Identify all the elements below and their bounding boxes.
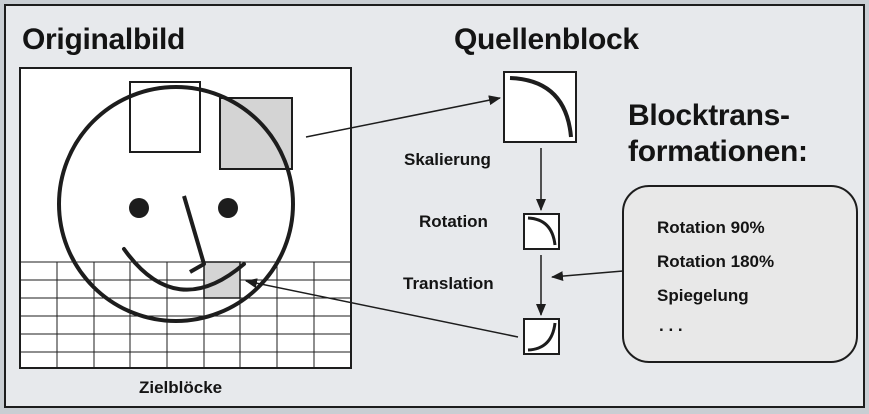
left-eye [129, 198, 149, 218]
transforms-bubble [622, 185, 858, 363]
diagram-graphics [19, 67, 858, 369]
block-transforms-title-line2: formationen: [628, 135, 808, 168]
mouth [122, 247, 246, 292]
arrow-original-to-source [305, 95, 501, 138]
source-block-title: Quellenblock [454, 23, 639, 56]
candidate-source-block [129, 81, 201, 153]
transform-item-rotation-90: Rotation 90% [657, 218, 765, 237]
original-image-frame [19, 67, 352, 369]
arrow-transforms-to-pipeline [551, 270, 624, 282]
original-image-title: Originalbild [22, 23, 186, 56]
transform-item-mirroring: Spiegelung [657, 286, 749, 305]
scaling-label: Skalierung [404, 150, 491, 169]
translation-label: Translation [403, 274, 494, 293]
nose [182, 195, 206, 274]
arrow-to-target-block [245, 278, 519, 338]
transform-item-rotation-180: Rotation 180% [657, 252, 775, 271]
rotation-label: Rotation [419, 212, 488, 231]
target-blocks-label: Zielblöcke [139, 378, 223, 397]
scaled-block-curve [527, 216, 557, 246]
transform-item-ellipsis: . . . [659, 316, 683, 335]
selected-source-block [219, 97, 293, 170]
rotated-block-curve [527, 322, 557, 352]
fractal-compression-diagram: Originalbild Quellenblock Blocktrans- fo… [4, 4, 865, 408]
block-transforms-title-line1: Blocktrans- [628, 99, 790, 132]
right-eye [218, 198, 238, 218]
face-outline [57, 85, 295, 323]
source-block-curve [509, 76, 573, 138]
